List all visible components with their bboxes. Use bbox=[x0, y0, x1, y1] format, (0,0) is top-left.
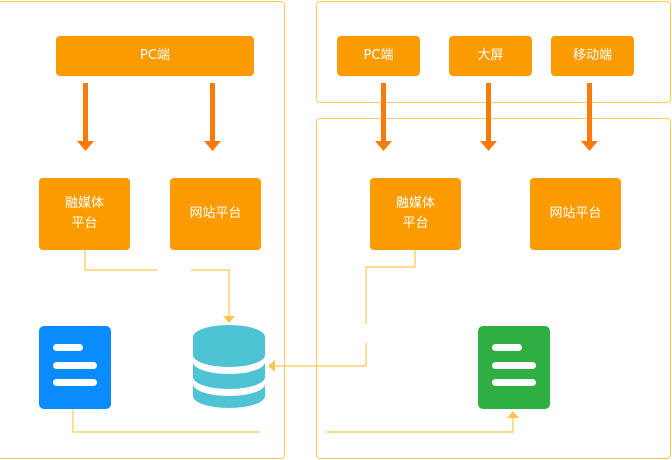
right-website-label: 网站平台 bbox=[549, 206, 602, 221]
right-rongmeiti-label-line2: 平台 bbox=[402, 216, 429, 231]
right-pc-source-box[interactable]: PC端 bbox=[337, 36, 420, 76]
green-document-icon bbox=[478, 326, 550, 409]
right-bottom-panel bbox=[316, 118, 671, 459]
left-pc-source-label: PC端 bbox=[140, 48, 170, 63]
connector-doc-to-green-doc-b bbox=[326, 418, 514, 433]
right-mobile-source-label: 移动端 bbox=[572, 48, 612, 63]
arrowhead-to-green-doc bbox=[507, 411, 519, 418]
right-bigscreen-source-box[interactable]: 大屏 bbox=[449, 36, 532, 76]
database-icon bbox=[193, 325, 265, 408]
right-rongmeiti-label-line1: 融媒体 bbox=[395, 196, 435, 211]
right-pc-source-label: PC端 bbox=[363, 48, 394, 63]
doc-line bbox=[492, 379, 536, 386]
arrow-left-pc-to-rongmeiti bbox=[77, 83, 94, 151]
connector-right-rongmeiti-to-db-a bbox=[365, 249, 416, 324]
right-website-platform-box[interactable]: 网站平台 bbox=[530, 178, 621, 250]
left-rongmeiti-label-line2: 平台 bbox=[71, 216, 98, 231]
left-website-platform-box[interactable]: 网站平台 bbox=[170, 178, 261, 250]
doc-line bbox=[53, 362, 97, 369]
connector-right-rongmeiti-to-db-b bbox=[274, 343, 367, 367]
doc-line bbox=[492, 362, 536, 369]
connector-left-rongmeiti-to-db-a bbox=[84, 249, 157, 271]
right-rongmeiti-platform-box[interactable]: 融媒体 平台 bbox=[370, 178, 461, 250]
arrow-right-mobile-to-website bbox=[581, 83, 598, 151]
right-mobile-source-box[interactable]: 移动端 bbox=[551, 36, 634, 76]
left-rongmeiti-platform-box[interactable]: 融媒体 平台 bbox=[39, 178, 130, 250]
doc-line bbox=[492, 344, 522, 351]
blue-document-icon bbox=[39, 326, 111, 409]
doc-line bbox=[53, 344, 83, 351]
arrow-right-screen-down bbox=[480, 83, 497, 151]
left-website-label: 网站平台 bbox=[189, 206, 242, 221]
arrowhead-to-database-side bbox=[268, 360, 275, 372]
connector-left-rongmeiti-to-db-b bbox=[191, 269, 230, 318]
left-rongmeiti-label-line1: 融媒体 bbox=[64, 196, 104, 211]
right-bigscreen-source-label: 大屏 bbox=[477, 48, 504, 63]
arrow-right-pc-to-rongmeiti bbox=[375, 83, 392, 151]
arrow-left-pc-to-website bbox=[204, 83, 221, 151]
left-panel bbox=[0, 1, 285, 459]
connector-doc-to-green-doc-a bbox=[72, 408, 260, 433]
doc-line bbox=[53, 379, 97, 386]
arrowhead-to-database-top bbox=[223, 316, 235, 323]
left-pc-source-box[interactable]: PC端 bbox=[56, 36, 254, 76]
right-top-panel bbox=[316, 1, 671, 103]
